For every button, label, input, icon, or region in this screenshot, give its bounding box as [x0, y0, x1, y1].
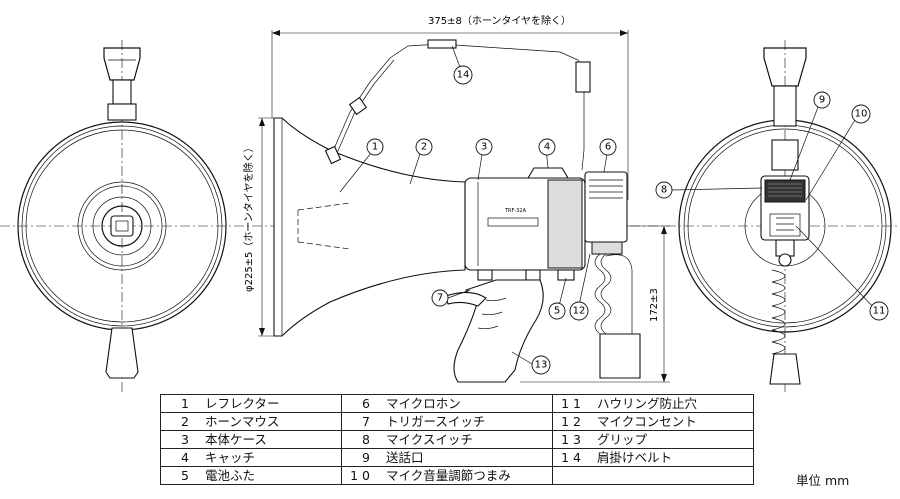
- svg-text:10: 10: [855, 109, 868, 120]
- svg-text:6: 6: [605, 142, 611, 153]
- rear-view: [0, 40, 900, 395]
- callout-10: 10: [851, 104, 871, 124]
- callout-13: 13: [531, 355, 551, 375]
- microphone: [584, 171, 628, 243]
- callout-7: 7: [431, 289, 449, 307]
- svg-text:13: 13: [535, 360, 548, 371]
- side-view: TRF-32A: [258, 30, 670, 383]
- diameter-dimension: φ225±5（ホーンタイヤを除く）: [242, 142, 255, 292]
- callout-1: 1: [366, 138, 384, 156]
- height-dimension: 172±3: [649, 288, 660, 322]
- callout-11: 11: [869, 301, 889, 321]
- svg-text:2: 2: [421, 142, 427, 153]
- callout-4: 4: [538, 138, 556, 156]
- callout-12: 12: [569, 301, 589, 321]
- callout-2: 2: [415, 138, 433, 156]
- svg-text:4: 4: [544, 142, 550, 153]
- svg-text:3: 3: [481, 142, 487, 153]
- callout-3: 3: [475, 138, 493, 156]
- callout-5: 5: [548, 302, 566, 320]
- svg-text:12: 12: [573, 306, 586, 317]
- svg-text:1: 1: [372, 142, 378, 153]
- length-dimension: 375±8（ホーンタイヤを除く）: [428, 14, 571, 27]
- callout-9: 9: [813, 91, 831, 109]
- svg-text:9: 9: [819, 95, 825, 106]
- svg-text:7: 7: [437, 293, 443, 304]
- callout-6: 6: [599, 138, 617, 156]
- callout-8: 8: [655, 181, 673, 199]
- leader-lines: [339, 45, 877, 365]
- horn: [273, 117, 466, 337]
- svg-text:11: 11: [873, 306, 886, 317]
- svg-text:5: 5: [554, 306, 560, 317]
- front-view: [678, 40, 892, 395]
- body-label: TRF-32A: [504, 208, 527, 214]
- svg-text:14: 14: [457, 70, 470, 81]
- callout-14: 14: [453, 65, 473, 85]
- unit-label: 単位 mm: [796, 473, 850, 488]
- svg-text:8: 8: [661, 185, 667, 196]
